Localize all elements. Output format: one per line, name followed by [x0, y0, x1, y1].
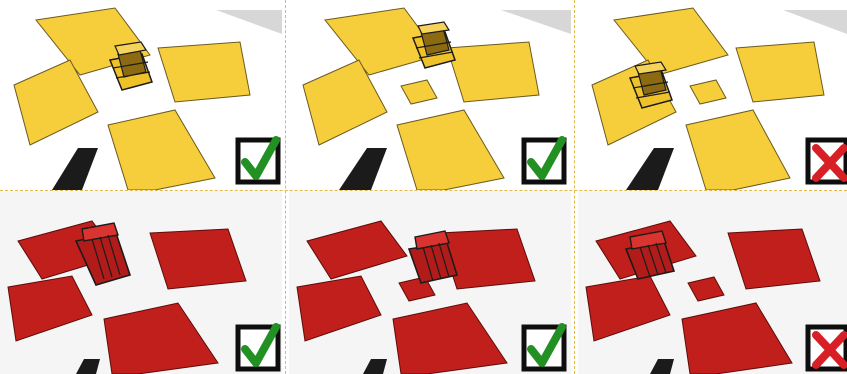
cross-icon	[808, 140, 846, 182]
yellow-board-scene	[0, 0, 282, 190]
black-road-strip	[52, 148, 98, 190]
red-board-scene	[0, 191, 282, 374]
open-crate	[110, 42, 152, 90]
tile-bottom-right	[397, 110, 504, 190]
red-board-scene	[289, 191, 571, 374]
tile-top-left	[614, 8, 728, 75]
column-divider	[285, 0, 286, 374]
tile-center	[690, 80, 726, 104]
tile-top-right	[447, 42, 539, 102]
tile-top-right	[158, 42, 250, 102]
panel-red-left	[578, 191, 847, 374]
corner-shadow	[216, 10, 282, 34]
yellow-board-scene	[289, 0, 571, 190]
tile-top-right	[736, 42, 824, 102]
check-icon	[524, 140, 564, 182]
panel-yellow-top-center	[289, 0, 571, 190]
column-divider	[574, 0, 575, 374]
panel-red-upper-left	[0, 191, 282, 374]
row-divider	[0, 190, 847, 191]
panel-red-center	[289, 191, 571, 374]
panel-yellow-center	[0, 0, 282, 190]
red-board-scene	[578, 191, 847, 374]
black-road-strip	[339, 148, 387, 190]
corner-shadow	[783, 10, 847, 34]
check-icon	[524, 327, 564, 369]
tile-bottom-right	[108, 110, 215, 190]
yellow-board-scene	[578, 0, 847, 190]
check-icon	[238, 140, 278, 182]
tile-bottom-right	[686, 110, 790, 190]
panel-yellow-left	[578, 0, 847, 190]
check-icon	[238, 327, 278, 369]
cross-icon	[808, 327, 846, 369]
tile-center	[401, 80, 437, 104]
corner-shadow	[501, 10, 571, 34]
black-road-strip	[626, 148, 674, 190]
